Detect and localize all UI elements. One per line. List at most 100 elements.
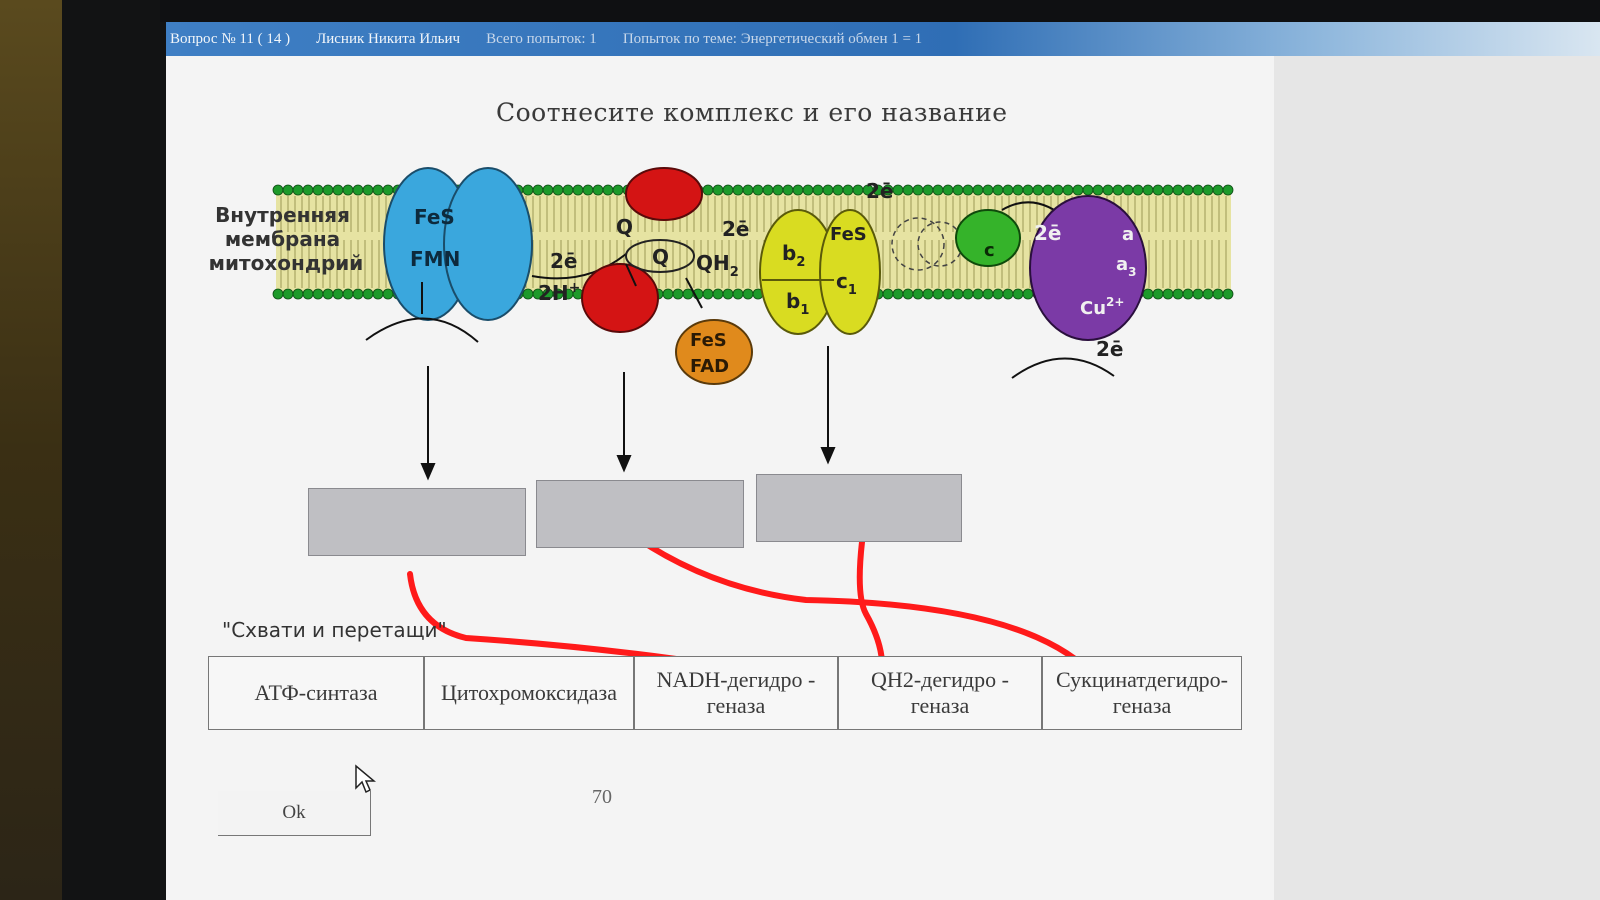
lipid-head <box>992 184 1004 196</box>
drop-slot-2[interactable] <box>536 480 744 548</box>
lipid-head <box>722 288 734 300</box>
complex-i-fes-label: FeS <box>414 205 455 229</box>
lipid-head <box>612 184 624 196</box>
lipid-head <box>1192 184 1204 196</box>
lipid-head <box>1042 184 1054 196</box>
lipid-head <box>882 288 894 300</box>
lipid-head <box>372 184 384 196</box>
lipid-head <box>912 184 924 196</box>
lipid-head <box>1012 288 1024 300</box>
q-mid-label: Q <box>652 245 669 269</box>
lipid-head <box>1012 184 1024 196</box>
lipid-head <box>1082 184 1094 196</box>
option-nadh-dehydrogenase[interactable]: NADH-дегидро -геназа <box>634 656 838 730</box>
option-succinate-dehydrogenase[interactable]: Сукцинатдегидро-геназа <box>1042 656 1242 730</box>
lipid-head <box>852 184 864 196</box>
c1-label: c1 <box>836 269 857 298</box>
lipid-head <box>792 184 804 196</box>
lipid-head <box>1162 184 1174 196</box>
lipid-head <box>562 184 574 196</box>
question-number: Вопрос № 11 ( 14 ) <box>170 30 291 47</box>
lipid-head <box>1022 184 1034 196</box>
lipid-head <box>292 184 304 196</box>
lipid-head <box>302 184 314 196</box>
lipid-head <box>592 184 604 196</box>
lipid-head <box>962 184 974 196</box>
b2-label: b2 <box>782 241 805 270</box>
lipid-head <box>372 288 384 300</box>
lipid-head <box>322 184 334 196</box>
lipid-head <box>1022 288 1034 300</box>
lipid-head <box>942 184 954 196</box>
lipid-head <box>702 184 714 196</box>
lipid-head <box>972 184 984 196</box>
electron-label-2: 2ē <box>722 217 749 241</box>
lipid-head <box>382 288 394 300</box>
background-left <box>0 0 62 900</box>
lipid-head <box>342 184 354 196</box>
lipid-head <box>1142 288 1154 300</box>
question-title: Соотнесите комплекс и его название <box>496 98 1008 127</box>
electron-label-3: 2ē <box>866 179 893 203</box>
electron-label-4: 2ē <box>1034 221 1061 245</box>
lipid-head <box>1152 184 1164 196</box>
lipid-head <box>1222 184 1234 196</box>
lipid-head <box>582 184 594 196</box>
ok-button[interactable]: Ok <box>218 791 371 836</box>
lipid-head <box>1212 184 1224 196</box>
lipid-head <box>1052 184 1064 196</box>
lipid-head <box>712 184 724 196</box>
complex-i: FeS FMN <box>365 167 533 343</box>
lipid-head <box>732 184 744 196</box>
lipid-head <box>1112 184 1124 196</box>
lipid-head <box>922 184 934 196</box>
lipid-head <box>272 288 284 300</box>
drop-slot-3[interactable] <box>756 474 962 542</box>
fad-fes-label: FeS <box>690 330 727 351</box>
right-empty-area <box>1274 56 1600 900</box>
a-label: a <box>1122 224 1134 245</box>
lipid-head <box>312 184 324 196</box>
lipid-head <box>732 288 744 300</box>
lipid-head <box>672 288 684 300</box>
lipid-head <box>342 288 354 300</box>
option-cytochrome-oxidase[interactable]: Цитохромоксидаза <box>424 656 634 730</box>
lipid-head <box>542 184 554 196</box>
lipid-head <box>322 288 334 300</box>
lipid-head <box>292 288 304 300</box>
attempts-total: Всего попыток: 1 <box>486 30 597 47</box>
fes-fad-cluster: FeS FAD <box>675 319 753 385</box>
lipid-head <box>1092 184 1104 196</box>
lipid-head <box>1002 184 1014 196</box>
lipid-head <box>312 288 324 300</box>
lipid-head <box>982 288 994 300</box>
lipid-head <box>662 288 674 300</box>
lipid-head <box>1182 288 1194 300</box>
option-qh2-dehydrogenase[interactable]: QH2-дегидро -геназа <box>838 656 1042 730</box>
drop-slot-1[interactable] <box>308 488 526 556</box>
lipid-head <box>742 184 754 196</box>
lipid-head <box>722 184 734 196</box>
lipid-head <box>522 288 534 300</box>
lipid-head <box>1152 288 1164 300</box>
lipid-head <box>1132 184 1144 196</box>
lipid-head <box>382 184 394 196</box>
lipid-head <box>952 288 964 300</box>
lipid-head <box>922 288 934 300</box>
screen: Вопрос № 11 ( 14 ) Лисник Никита Ильич В… <box>166 22 1600 900</box>
lipid-head <box>842 184 854 196</box>
pointer-arrows <box>420 346 836 481</box>
lipid-head <box>1172 184 1184 196</box>
lipid-head <box>552 184 564 196</box>
lipid-head <box>1222 288 1234 300</box>
lipid-head <box>602 184 614 196</box>
lipid-head <box>352 288 364 300</box>
attempts-topic: Попыток по теме: Энергетический обмен 1 … <box>622 30 923 47</box>
lipid-head <box>992 288 1004 300</box>
lipid-head <box>772 184 784 196</box>
fad-label: FAD <box>690 356 729 377</box>
lipid-head <box>932 184 944 196</box>
option-atp-synthase[interactable]: АТФ-синтаза <box>208 656 424 730</box>
electron-label-5: 2ē <box>1096 337 1123 361</box>
b1-label: b1 <box>786 289 809 318</box>
